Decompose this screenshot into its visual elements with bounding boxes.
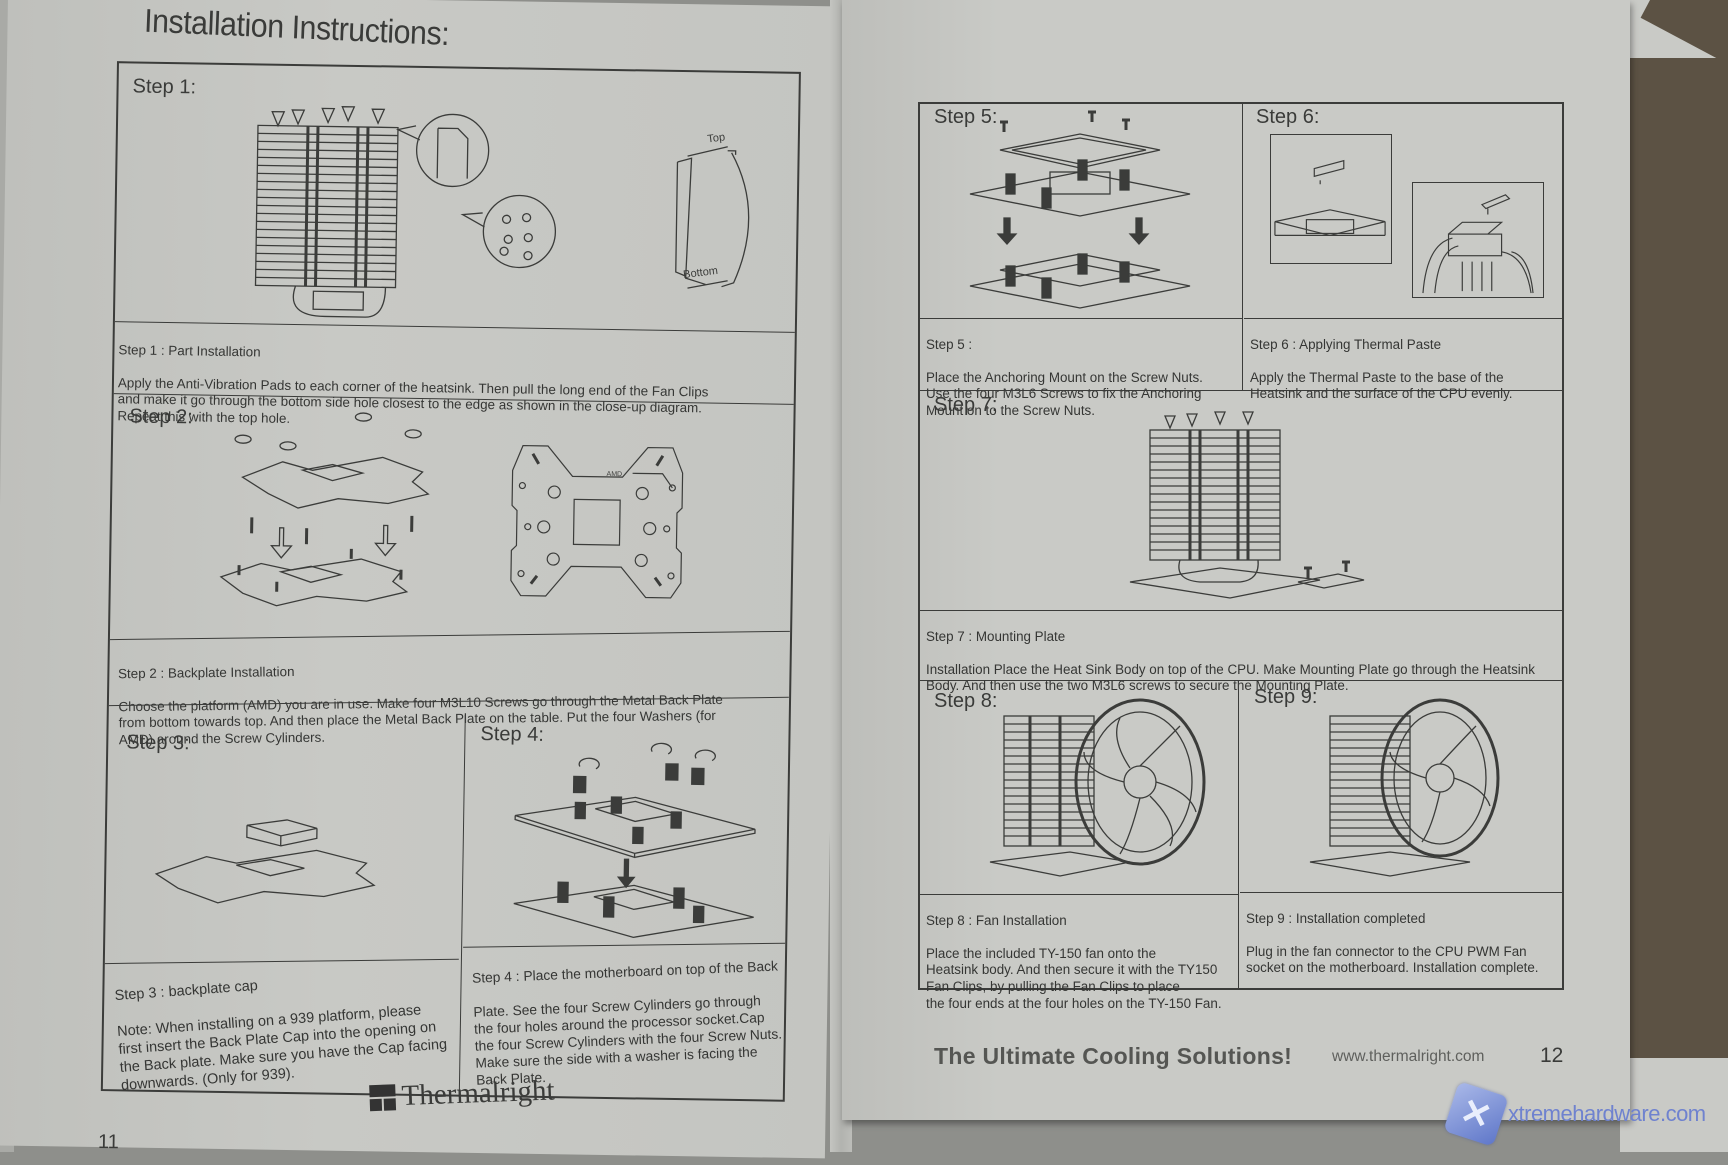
step-6-panel: Step 6:	[1244, 104, 1562, 401]
step-1-caption-title: Step 1 : Part Installation	[118, 341, 261, 360]
step-6-heatsink-base-inset	[1412, 182, 1544, 298]
divider	[1242, 104, 1243, 390]
closeup-clip-circle	[395, 113, 490, 188]
step-2-heading: Step 2:	[129, 405, 193, 429]
watermark: ✕ xtremehardware.com	[1443, 1081, 1706, 1147]
step-3-caption: Step 3 : backplate cap Note: When instal…	[113, 945, 461, 1095]
step-9-caption-body: Plug in the fan connector to the CPU PWM…	[1246, 943, 1539, 976]
step-5-heading: Step 5:	[934, 106, 998, 128]
left-page: Installation Instructions: Step 1:	[0, 0, 843, 1159]
footer-slogan: The Ultimate Cooling Solutions!	[934, 1043, 1293, 1069]
x-logo-icon: ✕	[1443, 1081, 1509, 1147]
backplate-cap-drawing	[154, 819, 376, 904]
step-2-caption-title: Step 2 : Backplate Installation	[117, 663, 295, 681]
divider	[1244, 318, 1562, 319]
step-7-heading: Step 7:	[934, 394, 998, 416]
fan-clip-drawing	[675, 146, 750, 289]
step-5-panel: Step 5: Step 5 : Place the Anchoring	[920, 104, 1242, 418]
step-9-caption: Step 9 : Installation completed Plug in …	[1246, 894, 1560, 977]
step-6-caption-title: Step 6 : Applying Thermal Paste	[1250, 336, 1442, 352]
step-4-panel: Step 4:	[461, 719, 789, 1104]
step-7-caption: Step 7 : Mounting Plate Installation Pla…	[926, 612, 1558, 695]
step-4-caption: Step 4 : Place the motherboard on top of…	[471, 940, 788, 1088]
page-number-left: 11	[97, 1130, 119, 1154]
label-amd: AMD	[607, 471, 623, 478]
step-2-backplate-top-view: AMD	[501, 433, 694, 606]
step-8-panel: Step 8: Step 8 : Fan Installation Place …	[920, 682, 1238, 1011]
footer-url[interactable]: www.thermalright.com	[1332, 1048, 1485, 1065]
left-steps-frame: Step 1:	[100, 61, 801, 1104]
step-3-illustration	[145, 804, 407, 928]
step-7-panel: Step 7: Step 7 : Mounting Plate Installa…	[920, 392, 1562, 693]
anchoring-mount-drawing	[969, 110, 1191, 309]
step-1-illustration: Top Bottom	[235, 85, 799, 322]
step-6-cpu-paste-inset	[1270, 134, 1392, 264]
installation-complete-drawing	[1309, 698, 1500, 877]
thermalright-logo-icon	[369, 1083, 397, 1111]
divider	[920, 390, 1562, 391]
motherboard-screw-cylinders-drawing	[513, 742, 756, 939]
step-3-caption-title: Step 3 : backplate cap	[114, 977, 259, 1005]
thermalright-brand: Thermalright	[369, 1074, 555, 1114]
step-4-caption-title: Step 4 : Place the motherboard on top of…	[471, 958, 779, 986]
heatsink-mounting-plate-drawing	[1129, 411, 1365, 599]
cardboard-box	[1630, 58, 1728, 1058]
watermark-text: xtremehardware.com	[1508, 1101, 1706, 1126]
step-8-caption: Step 8 : Fan Installation Place the incl…	[926, 896, 1236, 1012]
step-3-panel: Step 3: Step 3 : backplate cap Note: Whe…	[103, 713, 463, 1099]
divider	[920, 610, 1562, 611]
heatsink-base-paste-drawing	[1422, 194, 1534, 294]
step-8-caption-title: Step 8 : Fan Installation	[926, 912, 1067, 928]
step-2-backplate-exploded	[210, 407, 443, 621]
step-7-caption-title: Step 7 : Mounting Plate	[926, 628, 1066, 644]
divider	[1238, 682, 1239, 988]
right-steps-frame: Step 5: Step 5 : Place the Anchoring	[918, 102, 1564, 1011]
page-number-right: 12	[1540, 1044, 1564, 1067]
step-2-panel: Step 2:	[109, 395, 794, 747]
step-5-illustration	[960, 110, 1210, 310]
label-bottom: Bottom	[683, 265, 719, 281]
backplate-exploded-drawing	[219, 412, 430, 607]
closeup-holes-circle	[460, 194, 557, 269]
divider	[109, 630, 790, 641]
brand-name: Thermalright	[400, 1074, 556, 1113]
step-5-caption-title: Step 5 :	[926, 336, 973, 352]
divider	[920, 680, 1562, 681]
label-top: Top	[707, 131, 726, 145]
step-6-heading: Step 6:	[1256, 106, 1320, 128]
step-8-caption-body: Place the included TY-150 fan onto the H…	[926, 945, 1222, 1011]
step-9-illustration	[1300, 692, 1520, 882]
step-3-heading: Step 3:	[126, 731, 190, 755]
step-9-caption-title: Step 9 : Installation completed	[1246, 910, 1426, 926]
step-9-panel: Step 9: Step 9 : Installation completed …	[1240, 682, 1562, 988]
fan-installation-drawing	[989, 698, 1206, 877]
cpu-thermal-paste-drawing	[1274, 159, 1386, 237]
step-1-panel: Step 1:	[114, 63, 799, 426]
step-1-heading: Step 1:	[132, 75, 197, 99]
divider	[920, 894, 1238, 895]
heatsink-fins	[254, 106, 399, 318]
step-7-caption-body: Installation Place the Heat Sink Body on…	[926, 661, 1535, 694]
backplate-top-drawing: AMD	[510, 444, 684, 599]
step-8-illustration	[989, 692, 1210, 882]
page-title: Installation Instructions:	[143, 1, 450, 53]
step-4-illustration	[493, 735, 776, 939]
step-7-illustration	[1129, 402, 1430, 602]
heatsink-fan-clip-diagram: Top Bottom	[254, 106, 750, 318]
step-4-caption-body: Plate. See the four Screw Cylinders go t…	[473, 993, 783, 1088]
divider	[920, 318, 1242, 319]
divider	[1240, 892, 1562, 893]
step-8-heading: Step 8:	[934, 690, 998, 712]
step-9-heading: Step 9:	[1254, 686, 1318, 708]
